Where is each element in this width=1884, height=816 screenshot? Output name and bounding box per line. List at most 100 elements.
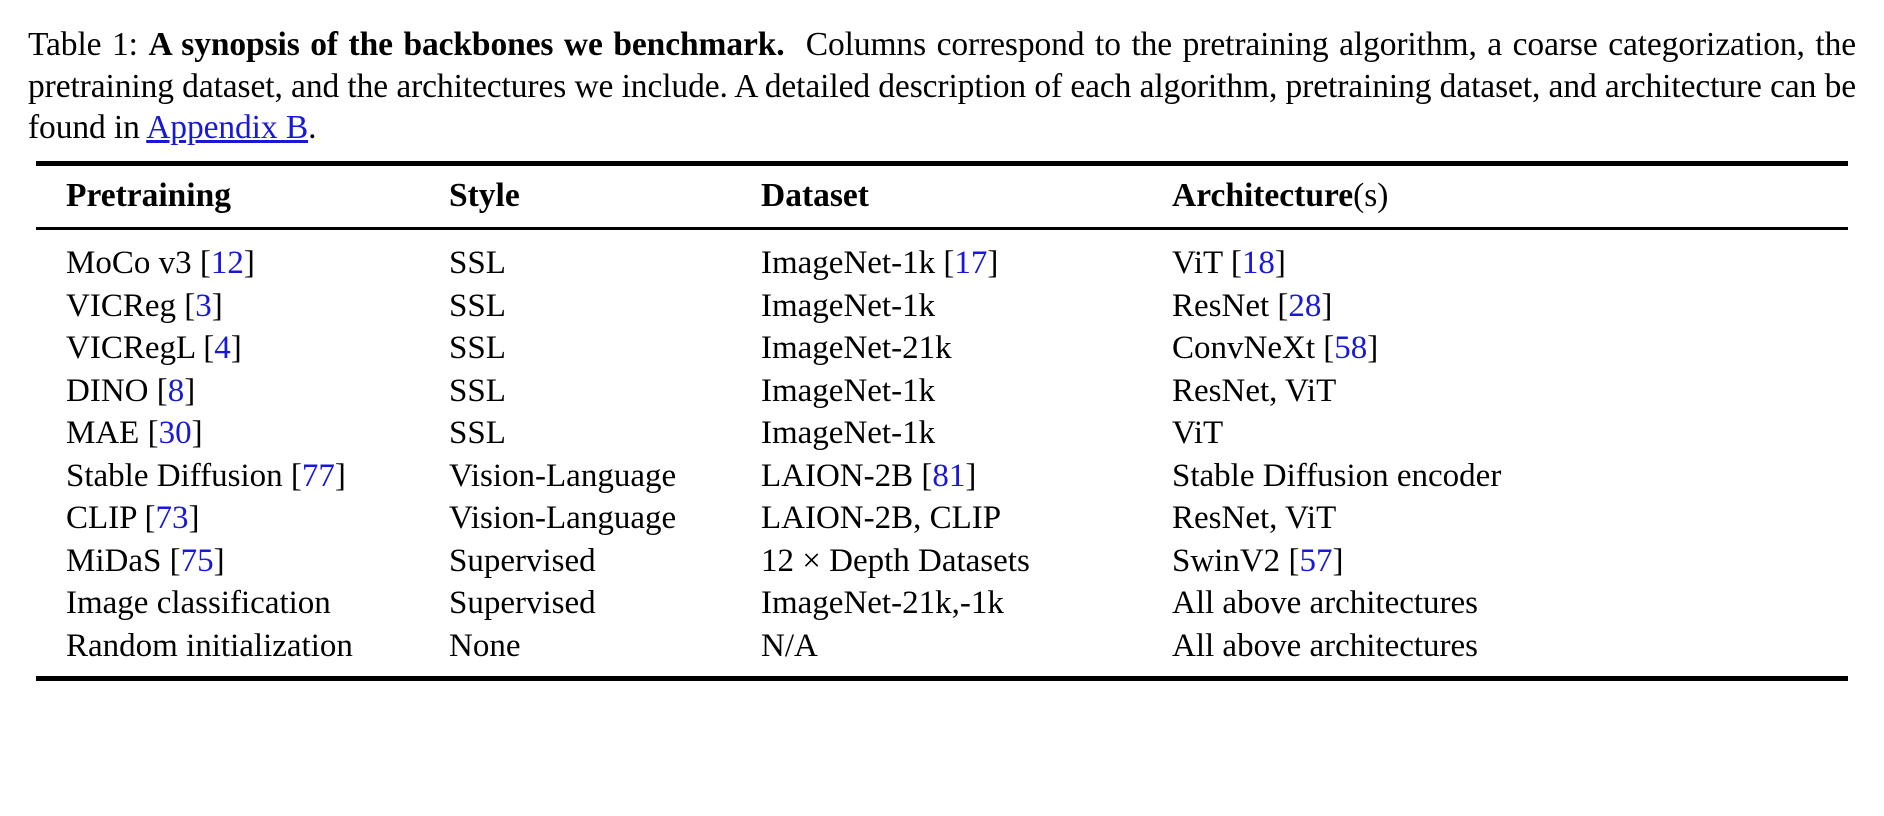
architecture-citation[interactable]: [18]	[1230, 245, 1286, 281]
architecture-cell: ResNet, ViT	[1172, 497, 1848, 540]
style-cell: SSL	[449, 412, 761, 455]
pretraining-citation-number[interactable]: 4	[214, 330, 231, 366]
style-text: SSL	[449, 330, 506, 366]
dataset-text: N/A	[761, 627, 818, 664]
style-cell: SSL	[449, 229, 761, 285]
header-row: Pretraining Style Dataset Architecture(s…	[36, 165, 1848, 230]
dataset-text: ImageNet-21k,-1k	[761, 585, 1004, 621]
table-top-rule	[36, 160, 1848, 166]
pretraining-citation-number[interactable]: 8	[167, 372, 185, 409]
dataset-text: LAION-2B	[761, 457, 914, 494]
dataset-citation[interactable]: [17]	[943, 245, 999, 281]
architecture-citation-number[interactable]: 18	[1241, 245, 1275, 281]
pretraining-citation-number[interactable]: 77	[301, 457, 335, 494]
dataset-text: ImageNet-1k	[761, 415, 936, 451]
architecture-cell: ViT [18]	[1172, 229, 1848, 285]
pretraining-citation[interactable]: [3]	[184, 287, 223, 324]
architecture-text: ResNet, ViT	[1172, 500, 1337, 536]
style-cell: Vision-Language	[449, 455, 761, 498]
pretraining-cell: MiDaS [75]	[36, 540, 449, 583]
style-cell: Supervised	[449, 540, 761, 583]
appendix-b-link[interactable]: Appendix B	[146, 109, 309, 146]
architecture-cell: ResNet, ViT	[1172, 370, 1848, 413]
pretraining-text: Image classification	[66, 585, 331, 621]
architecture-citation-number[interactable]: 28	[1288, 287, 1322, 324]
pretraining-citation[interactable]: [75]	[169, 542, 225, 579]
architecture-citation-number[interactable]: 57	[1299, 542, 1333, 579]
pretraining-text: CLIP	[66, 500, 137, 536]
pretraining-cell: Stable Diffusion [77]	[36, 455, 449, 498]
architecture-citation[interactable]: [57]	[1288, 542, 1344, 579]
architecture-cell: All above architectures	[1172, 625, 1848, 668]
column-header-architecture-main: Architecture	[1172, 176, 1354, 214]
style-cell: SSL	[449, 370, 761, 413]
pretraining-citation-number[interactable]: 12	[210, 245, 244, 281]
pretraining-cell: Image classification	[36, 582, 449, 625]
pretraining-citation[interactable]: [4]	[203, 330, 242, 366]
pretraining-citation[interactable]: [12]	[199, 245, 255, 281]
pretraining-text: VICRegL	[66, 330, 195, 366]
pretraining-citation-number[interactable]: 73	[155, 500, 189, 536]
architecture-text: ResNet	[1172, 287, 1270, 324]
dataset-text: 12 × Depth Datasets	[761, 542, 1030, 579]
pretraining-citation[interactable]: [77]	[290, 457, 346, 494]
pretraining-text: Random initialization	[66, 627, 353, 664]
style-text: SSL	[449, 245, 506, 281]
architecture-citation[interactable]: [58]	[1323, 330, 1379, 366]
pretraining-cell: MAE [30]	[36, 412, 449, 455]
column-header-pretraining: Pretraining	[36, 165, 449, 230]
dataset-text: ImageNet-1k	[761, 245, 936, 281]
table-header: Pretraining Style Dataset Architecture(s…	[36, 165, 1848, 230]
dataset-text: ImageNet-21k	[761, 330, 952, 366]
pretraining-text: MiDaS	[66, 542, 162, 579]
dataset-text: LAION-2B, CLIP	[761, 500, 1002, 536]
pretraining-citation[interactable]: [30]	[147, 415, 203, 451]
architecture-cell: Stable Diffusion encoder	[1172, 455, 1848, 498]
benchmark-table-wrapper: Pretraining Style Dataset Architecture(s…	[36, 160, 1848, 681]
table-bottom-rule	[36, 676, 1848, 681]
style-cell: Vision-Language	[449, 497, 761, 540]
pretraining-text: MAE	[66, 415, 140, 451]
column-header-architecture-suffix: (s)	[1353, 176, 1389, 214]
dataset-citation-number[interactable]: 81	[932, 457, 966, 494]
dataset-citation-number[interactable]: 17	[954, 245, 988, 281]
dataset-cell: 12 × Depth Datasets	[761, 540, 1172, 583]
dataset-cell: N/A	[761, 625, 1172, 668]
architecture-citation-number[interactable]: 58	[1334, 330, 1368, 366]
pretraining-citation-number[interactable]: 30	[158, 415, 192, 451]
style-text: Supervised	[449, 542, 596, 579]
dataset-cell: ImageNet-1k [17]	[761, 229, 1172, 285]
architecture-citation[interactable]: [28]	[1277, 287, 1333, 324]
style-text: SSL	[449, 287, 506, 324]
column-header-architecture: Architecture(s)	[1172, 165, 1848, 230]
dataset-cell: ImageNet-21k,-1k	[761, 582, 1172, 625]
column-header-style: Style	[449, 165, 761, 230]
pretraining-text: VICReg	[66, 287, 176, 324]
dataset-cell: LAION-2B [81]	[761, 455, 1172, 498]
pretraining-citation[interactable]: [8]	[156, 372, 196, 409]
caption-bold-title: A synopsis of the backbones we benchmark…	[148, 26, 785, 63]
architecture-text: All above architectures	[1172, 585, 1479, 621]
architecture-text: ConvNeXt	[1172, 330, 1315, 366]
dataset-citation[interactable]: [81]	[921, 457, 977, 494]
architecture-cell: ViT	[1172, 412, 1848, 455]
pretraining-text: Stable Diffusion	[66, 457, 283, 494]
pretraining-citation-number[interactable]: 75	[180, 542, 214, 579]
pretraining-cell: MoCo v3 [12]	[36, 229, 449, 285]
pretraining-citation-number[interactable]: 3	[195, 287, 212, 324]
pretraining-text: MoCo v3	[66, 245, 192, 281]
benchmark-table: Pretraining Style Dataset Architecture(s…	[36, 165, 1848, 668]
style-text: None	[449, 627, 521, 664]
architecture-text: ViT	[1172, 415, 1224, 451]
style-cell: SSL	[449, 327, 761, 370]
dataset-cell: ImageNet-1k	[761, 412, 1172, 455]
style-cell: None	[449, 625, 761, 668]
pretraining-citation[interactable]: [73]	[144, 500, 200, 536]
style-text: SSL	[449, 372, 506, 409]
dataset-cell: ImageNet-1k	[761, 370, 1172, 413]
